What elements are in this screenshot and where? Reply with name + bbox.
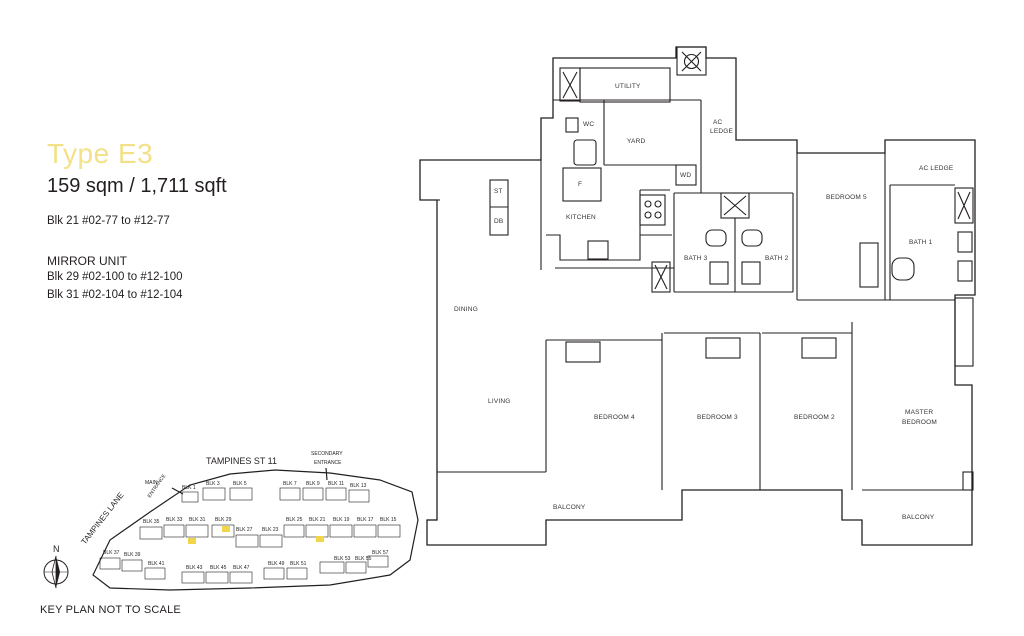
ac-ledge-top-line1: AC (713, 119, 723, 126)
bedroom5-label: BEDROOM 5 (826, 194, 867, 201)
blk-15: BLK 15 (380, 517, 397, 523)
key-plan: TAMPINES ST 11 TAMPINES LANE MAIN ENTRAN… (43, 451, 419, 591)
blk-9: BLK 9 (306, 481, 320, 487)
highlight-blk-29 (222, 526, 230, 532)
road-top-label: TAMPINES ST 11 (206, 456, 277, 466)
blk-5: BLK 5 (233, 481, 247, 487)
blk-35: BLK 35 (143, 519, 160, 525)
blk-49: BLK 49 (268, 561, 285, 567)
blk-1: BLK 1 (182, 485, 196, 491)
fridge-label: F (578, 181, 582, 188)
bedroom4-label: BEDROOM 4 (594, 414, 635, 421)
blk-19: BLK 19 (333, 517, 350, 523)
blk-21: BLK 21 (309, 517, 326, 523)
ac-ledge-right-label: AC LEDGE (919, 165, 954, 172)
bath1-label: BATH 1 (909, 239, 933, 246)
yard-label: YARD (627, 138, 645, 145)
ac-ledge-top-line2: LEDGE (710, 128, 734, 135)
mirror-heading: MIRROR UNIT (47, 254, 127, 268)
balcony-right-label: BALCONY (902, 514, 935, 521)
north-label: N (53, 544, 60, 554)
highlight-blk-21 (316, 536, 324, 542)
blk-47: BLK 47 (233, 565, 250, 571)
blk-11: BLK 11 (328, 481, 344, 487)
mirror-line-1: Blk 29 #02-100 to #12-100 (47, 271, 183, 283)
blk-7: BLK 7 (283, 481, 297, 487)
master-bedroom-line1: MASTER (905, 409, 933, 416)
blk-43: BLK 43 (186, 565, 203, 571)
main-entrance-line1: MAIN (145, 480, 158, 486)
blk-39: BLK 39 (124, 552, 141, 558)
blk-3: BLK 3 (206, 481, 220, 487)
secondary-entrance-line1: SECONDARY (311, 451, 343, 457)
blk-51: BLK 51 (290, 561, 307, 567)
blk-53: BLK 53 (334, 556, 351, 562)
blk-57: BLK 57 (372, 550, 389, 556)
key-plan-note: KEY PLAN NOT TO SCALE (40, 604, 181, 616)
blk-29: BLK 29 (215, 517, 232, 523)
mirror-line-2: Blk 31 #02-104 to #12-104 (47, 289, 183, 301)
master-bedroom-line2: BEDROOM (902, 419, 937, 426)
bedroom3-label: BEDROOM 3 (697, 414, 738, 421)
blk-27: BLK 27 (236, 527, 253, 533)
wd-label: WD (680, 172, 691, 179)
dining-label: DINING (454, 306, 478, 313)
blk-45: BLK 45 (210, 565, 227, 571)
blk-37: BLK 37 (103, 550, 120, 556)
blk-13: BLK 13 (350, 483, 367, 489)
living-label: LIVING (488, 398, 511, 405)
road-left-label: TAMPINES LANE (79, 491, 125, 547)
blk-23: BLK 23 (262, 527, 279, 533)
blk-31: BLK 31 (189, 517, 206, 523)
blk-41: BLK 41 (148, 561, 165, 567)
balcony-left-label: BALCONY (553, 504, 586, 511)
block-line: Blk 21 #02-77 to #12-77 (47, 215, 170, 227)
blk-25: BLK 25 (286, 517, 303, 523)
secondary-entrance-line2: ENTRANCE (314, 460, 342, 466)
wc-label: WC (583, 121, 594, 128)
unit-type-title: Type E3 (47, 138, 154, 169)
highlight-blk-31 (188, 538, 196, 544)
blk-17: BLK 17 (357, 517, 374, 523)
unit-area: 159 sqm / 1,711 sqft (47, 175, 227, 197)
st-label: ST (494, 188, 503, 195)
blk-33: BLK 33 (166, 517, 183, 523)
utility-label: UTILITY (615, 83, 641, 90)
kitchen-label: KITCHEN (566, 214, 596, 221)
db-label: DB (494, 218, 503, 225)
bath2-label: BATH 2 (765, 255, 789, 262)
bath3-label: BATH 3 (684, 255, 708, 262)
blk-55: BLK 55 (355, 556, 372, 562)
bedroom2-label: BEDROOM 2 (794, 414, 835, 421)
